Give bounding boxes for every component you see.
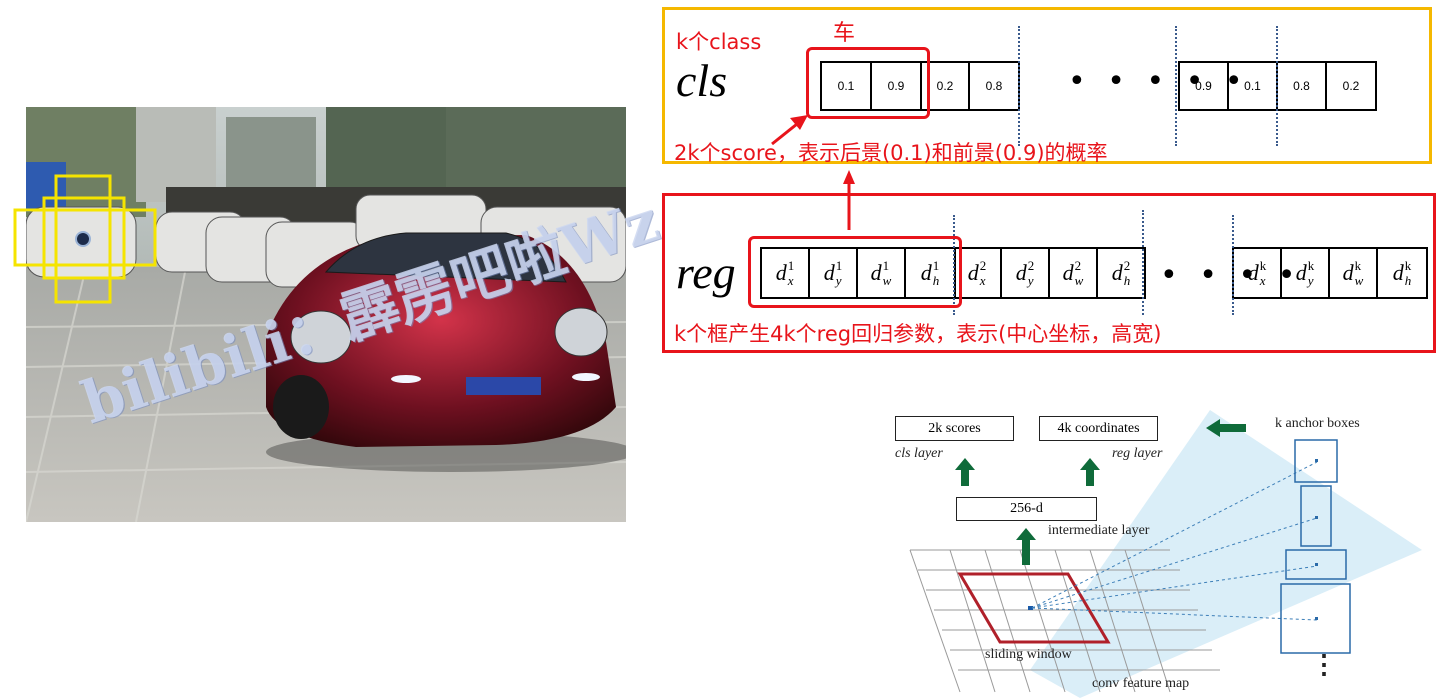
intermediate-box: 256-d: [956, 497, 1097, 521]
pointer-arrow-head: [790, 115, 808, 130]
cls-score-cell: 0.9: [1180, 63, 1229, 109]
anchor-box-wide: [13, 208, 157, 267]
arrows-overlay: [771, 115, 855, 230]
car-label: 车: [833, 21, 856, 46]
cls-label: cls: [676, 55, 728, 106]
anchor-box-3: [1285, 549, 1347, 580]
up-arrow-intermediate: [1016, 528, 1036, 565]
anchor-center: [75, 231, 91, 247]
anchor-boxes-overlay: [13, 174, 157, 304]
cls-score-cell: 0.1: [1229, 63, 1278, 109]
green-arrows: [955, 419, 1246, 565]
cls-score-cell: 0.2: [1342, 79, 1360, 93]
anchor-box-tall: [54, 174, 112, 304]
cls-score-cell: 0.9: [872, 63, 922, 109]
feature-map-grid: [909, 549, 1220, 693]
reg-separator: [1142, 210, 1144, 315]
cls-layer-label: cls layer: [895, 446, 943, 461]
cls-ellipsis: • • • • •: [1068, 64, 1249, 99]
reg-caption: k个框产生4k个reg回归参数，表示(中心坐标，高宽): [674, 322, 1162, 346]
link-arrow-head-top: [843, 170, 855, 184]
cls-panel: [662, 7, 1432, 164]
anchor-box-stack: [1280, 439, 1351, 654]
up-arrow-reg: [1080, 458, 1100, 486]
cls-score-cell: 0.2: [922, 63, 970, 109]
anchor-projection-cone: [1030, 410, 1422, 698]
vertical-ellipsis: ⋮: [1311, 650, 1337, 679]
anchor-box-4: [1280, 583, 1351, 654]
projection-lines: [1031, 461, 1318, 621]
reg-panel: [662, 193, 1436, 353]
reg-layer-label: reg layer: [1112, 446, 1163, 461]
reg-separator: [953, 215, 955, 315]
left-arrow-anchors: [1206, 419, 1246, 437]
up-arrow-cls: [955, 458, 975, 486]
anchor-box-1: [1294, 439, 1338, 483]
feature-map-label: conv feature map: [1092, 676, 1190, 691]
cls-separator: [1018, 26, 1020, 146]
cls-separator: [1276, 26, 1278, 146]
reg-ellipsis: • • • •: [1160, 258, 1302, 293]
sliding-window-label: sliding window: [985, 647, 1072, 662]
street-scene-image: [26, 107, 626, 522]
window-center-marker: [1028, 606, 1033, 610]
intermediate-layer-label: intermediate layer: [1048, 523, 1150, 538]
cls-score-cell: 0.8: [985, 79, 1003, 93]
anchor-box-2: [1300, 485, 1332, 547]
reg-separator: [1232, 215, 1234, 315]
anchor-box-square: [42, 196, 126, 280]
cls-caption: 2k个score，表示后景(0.1)和前景(0.9)的概率: [674, 141, 1108, 165]
cls-score-cell: 0.8: [1278, 63, 1327, 109]
sliding-window-box: [957, 572, 1111, 644]
anchor-boxes-label: k anchor boxes: [1275, 416, 1360, 431]
highlight-box-first-reg: [748, 236, 962, 308]
reg-label: reg: [676, 247, 736, 298]
rpn-diagram: [909, 410, 1422, 698]
cls-score-cell: 0.1: [822, 63, 872, 109]
cls-separator: [1175, 26, 1177, 146]
car-photo: [26, 107, 626, 522]
coords-box: 4k coordinates: [1039, 416, 1158, 441]
highlight-box-first-anchor: [806, 47, 930, 119]
cls-panel-title: k个class: [676, 30, 762, 54]
scores-box: 2k scores: [895, 416, 1014, 441]
